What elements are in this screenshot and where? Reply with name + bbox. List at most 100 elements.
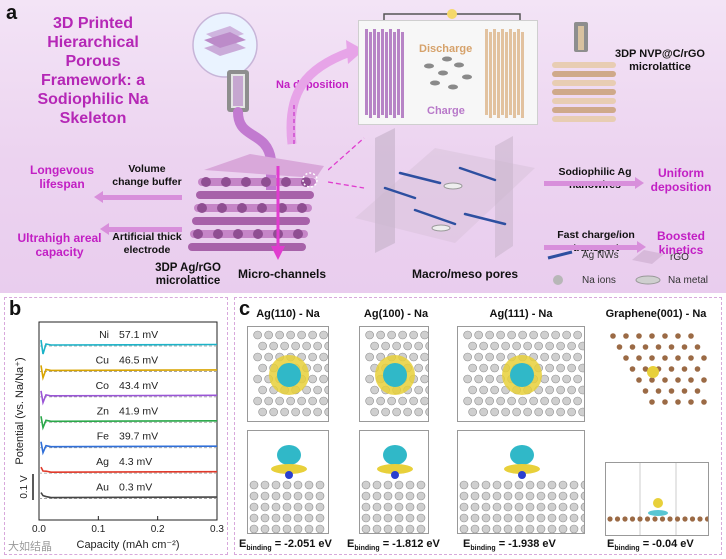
rgo-sheets-illustration — [355, 128, 535, 258]
na-ion — [424, 63, 434, 69]
ag-atom — [523, 407, 532, 417]
ag100-binding-energy: Ebinding = -1.812 eV — [347, 538, 440, 553]
ag-atom — [383, 491, 393, 501]
ag-atom — [470, 502, 480, 512]
lattice-rod — [198, 178, 316, 186]
series-overpotential: 41.9 mV — [119, 405, 158, 417]
carbon-atom — [662, 355, 668, 361]
carbon-atom — [649, 399, 655, 405]
ag-atom — [569, 480, 579, 490]
ag-atom — [258, 407, 267, 417]
ag-atom — [260, 491, 270, 501]
ag-atom — [479, 341, 488, 351]
ag-atom — [405, 480, 415, 490]
legend: Ag NWs rGO Na ions Na metal — [540, 246, 710, 290]
ag-atom — [271, 513, 281, 523]
ag-atom — [260, 502, 270, 512]
ag111-title: Ag(111) - Na — [489, 308, 553, 320]
cathode-layer — [505, 32, 508, 118]
series-line-co — [40, 390, 218, 406]
ag-atom — [474, 396, 483, 406]
ag-atom — [416, 502, 426, 512]
nvp-rod — [552, 71, 616, 77]
ag-atom — [468, 407, 477, 417]
ag-atom — [492, 513, 502, 523]
ag-atom — [536, 513, 546, 523]
longevous-lifespan-text: Longevous lifespan — [29, 163, 94, 191]
ag-atom — [405, 502, 415, 512]
ag-atom — [372, 491, 382, 501]
nvp-rod — [552, 98, 616, 104]
carbon-atom — [649, 355, 655, 361]
cathode-layer — [517, 29, 520, 115]
ag-atom — [260, 513, 270, 523]
na-atom — [518, 471, 526, 479]
charge-density-cyan — [277, 363, 301, 387]
micro-channels-label: Micro-channels — [238, 267, 327, 281]
ag-atom — [540, 330, 549, 340]
ag-atom — [258, 363, 267, 373]
ag-atom — [514, 502, 524, 512]
lattice-rod-end — [193, 229, 203, 239]
arrow-sodiophilic — [544, 177, 644, 189]
lattice-rod-end — [233, 229, 243, 239]
panel-a-label: a — [6, 2, 18, 24]
ag-atom — [286, 330, 295, 340]
discharge-label: Discharge — [419, 43, 473, 55]
ag-atom — [573, 374, 582, 384]
ag-atom — [463, 374, 472, 384]
ag-atom — [253, 352, 262, 362]
x-tick-label: 0.3 — [210, 524, 224, 535]
ag-atom — [398, 330, 407, 340]
anode-layer — [385, 32, 388, 118]
ag-atom — [361, 502, 371, 512]
ag-atom — [503, 524, 513, 533]
ag-atom — [474, 374, 483, 384]
series-overpotential: 43.4 mV — [119, 380, 158, 392]
ag-atom — [280, 341, 289, 351]
ag-atom — [540, 352, 549, 362]
carbon-atom — [689, 516, 696, 522]
carbon-atom — [681, 366, 688, 372]
series-overpotential: 0.3 mV — [119, 482, 152, 494]
ag-atom — [525, 524, 535, 533]
ag111-binding-energy: Ebinding = -1.938 eV — [463, 538, 556, 553]
ag-atom — [573, 352, 582, 362]
series-overpotential: 46.5 mV — [119, 354, 158, 366]
ag-atom — [308, 374, 317, 384]
ag-atom — [503, 502, 513, 512]
ag111-side-view — [457, 430, 585, 534]
ag-atom — [291, 341, 300, 351]
graphene-sheet-bubble — [192, 12, 258, 78]
ag-atom — [315, 513, 325, 523]
lattice-rod-end — [257, 203, 267, 213]
ag-atom — [381, 407, 390, 417]
ag-atom — [249, 491, 259, 501]
ag-atom — [547, 513, 557, 523]
ag-atom — [481, 524, 491, 533]
ag-atom — [420, 374, 428, 384]
ag-atom — [545, 407, 554, 417]
ag-atom — [271, 491, 281, 501]
ag-atom — [304, 502, 314, 512]
ag-atom — [361, 524, 371, 533]
cathode-layer — [493, 29, 496, 115]
nvp-rod — [552, 89, 616, 95]
x-tick-label: 0.2 — [151, 524, 165, 535]
ag-atom — [567, 407, 576, 417]
ag-atom — [503, 513, 513, 523]
ag-atom — [405, 491, 415, 501]
ag-atom — [558, 502, 568, 512]
na-atom — [647, 366, 659, 378]
ag-atom — [459, 491, 469, 501]
ag-atom — [370, 385, 379, 395]
carbon-atom — [636, 333, 642, 339]
ag-atom — [485, 352, 494, 362]
boosted-kinetics-text: Boosted kinetics — [657, 229, 705, 257]
ag-rgo-microlattice — [188, 154, 324, 260]
ag-atom — [525, 513, 535, 523]
ag-atom — [529, 330, 538, 340]
ag-atom — [551, 330, 560, 340]
zoom-dashes — [328, 137, 365, 189]
ag-atom — [479, 363, 488, 373]
